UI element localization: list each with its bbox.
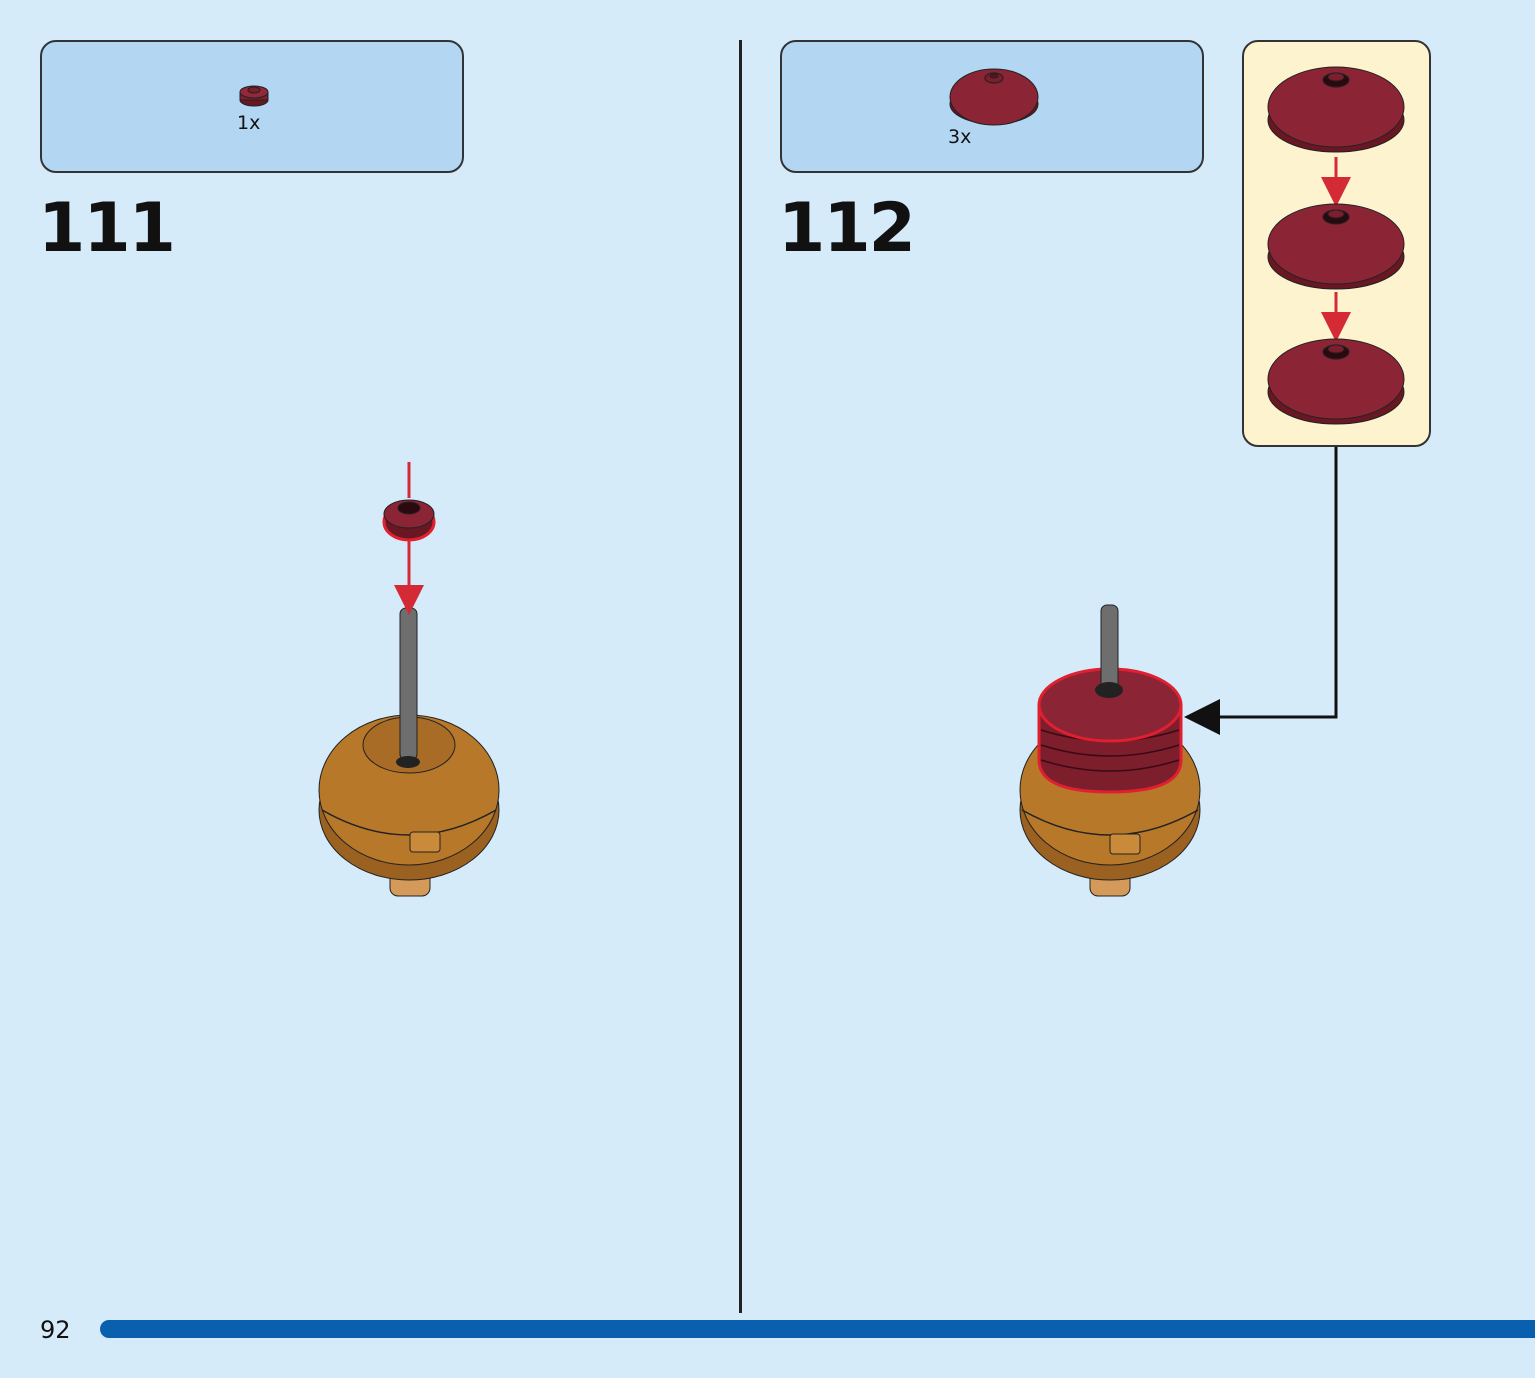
radar-dish-1 xyxy=(1267,66,1405,153)
radar-dish-3 xyxy=(1267,338,1405,425)
part-quantity: 3x xyxy=(948,126,972,148)
step-112-assembly xyxy=(1019,604,1201,897)
parts-box-step-112: 3x xyxy=(780,40,1204,173)
progress-bar xyxy=(100,1320,1535,1338)
step-number-111: 111 xyxy=(38,189,176,268)
part-quantity: 1x xyxy=(237,112,261,134)
radar-dish-part-icon xyxy=(949,68,1039,126)
step-number-112: 112 xyxy=(778,189,916,268)
dish-stack-highlight xyxy=(1037,667,1183,794)
step-divider xyxy=(739,40,742,1313)
parts-box-step-111: 1x xyxy=(40,40,464,173)
round-plate-highlight xyxy=(382,499,436,542)
dish-stack-diagram xyxy=(1267,66,1405,425)
radar-dish-2 xyxy=(1267,203,1405,290)
page-number: 92 xyxy=(40,1316,71,1344)
step-111-assembly xyxy=(318,462,500,897)
subassembly-callout xyxy=(1242,40,1431,447)
round-plate-part-icon xyxy=(239,85,269,107)
